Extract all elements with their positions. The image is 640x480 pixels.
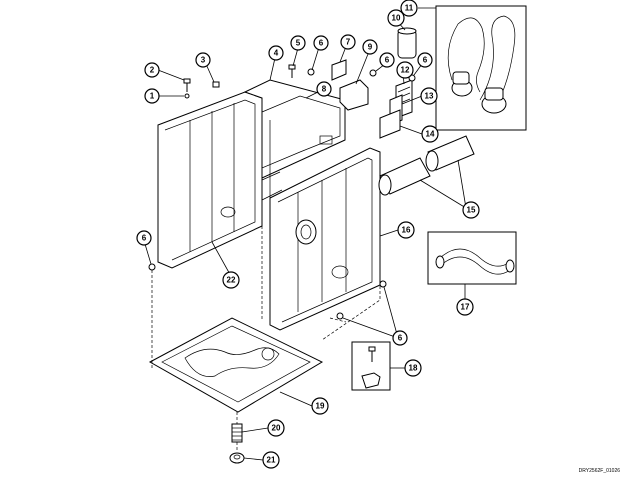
svg-text:15: 15 (467, 206, 476, 215)
hardware-parts (148, 27, 417, 320)
callout-7: 7 (340, 34, 356, 50)
svg-text:6: 6 (319, 39, 324, 48)
hardware-kit (351, 341, 391, 391)
svg-text:19: 19 (316, 402, 325, 411)
leveling-leg (231, 423, 243, 443)
svg-text:4: 4 (274, 49, 279, 58)
svg-text:11: 11 (405, 4, 414, 13)
callout-15: 15 (462, 201, 480, 219)
callout-22: 22 (222, 271, 240, 289)
svg-text:12: 12 (401, 66, 410, 75)
exhaust-pipes (378, 135, 475, 196)
svg-text:8: 8 (322, 85, 327, 94)
assembly-guide-lines (151, 226, 381, 452)
svg-text:16: 16 (402, 226, 411, 235)
callout-11: 11 (400, 0, 418, 17)
callout-8: 8 (316, 81, 332, 97)
svg-text:21: 21 (267, 456, 276, 465)
callout-16: 16 (397, 221, 415, 239)
cabinet-base (148, 317, 324, 413)
svg-text:18: 18 (409, 364, 418, 373)
callout-3: 3 (195, 52, 211, 68)
svg-text:14: 14 (426, 130, 435, 139)
svg-text:6: 6 (385, 56, 390, 65)
front-panel (269, 147, 381, 331)
svg-text:20: 20 (272, 424, 281, 433)
svg-text:1: 1 (150, 92, 155, 101)
svg-text:10: 10 (392, 14, 401, 23)
callout-1: 1 (144, 88, 160, 104)
callouts: 1 2 3 4 5 6 6 6 (136, 0, 480, 469)
svg-text:3: 3 (201, 56, 206, 65)
callout-4: 4 (268, 45, 284, 61)
callout-19: 19 (311, 397, 329, 415)
duct-kit (435, 5, 527, 131)
callout-6-top: 6 (313, 35, 329, 51)
svg-text:2: 2 (150, 66, 155, 75)
callout-6-front: 6 (392, 330, 408, 346)
callout-21: 21 (262, 451, 280, 469)
callout-6-left: 6 (136, 230, 152, 246)
callout-6-mid: 6 (379, 52, 395, 68)
callout-5: 5 (290, 35, 306, 51)
svg-text:6: 6 (398, 334, 403, 343)
svg-text:7: 7 (346, 38, 351, 47)
leveling-foot (229, 452, 245, 464)
drawing-code: DRY2562F_01026 (578, 468, 620, 474)
callout-9: 9 (362, 39, 378, 55)
svg-text:9: 9 (368, 43, 373, 52)
callout-10: 10 (387, 9, 405, 27)
svg-text:6: 6 (142, 234, 147, 243)
svg-text:22: 22 (227, 276, 236, 285)
callout-13: 13 (420, 87, 438, 105)
svg-text:6: 6 (423, 56, 428, 65)
svg-text:17: 17 (461, 303, 470, 312)
callout-20: 20 (267, 419, 285, 437)
svg-text:5: 5 (296, 39, 301, 48)
left-cabinet-panel (157, 91, 263, 269)
callout-14: 14 (421, 125, 439, 143)
leader-lines (144, 7, 467, 461)
callout-2: 2 (144, 62, 160, 78)
callout-18: 18 (404, 359, 422, 377)
flex-hose (427, 231, 517, 285)
callout-17: 17 (456, 298, 474, 316)
svg-text:13: 13 (425, 92, 434, 101)
callout-6-right: 6 (417, 52, 433, 68)
callout-12: 12 (396, 61, 414, 79)
